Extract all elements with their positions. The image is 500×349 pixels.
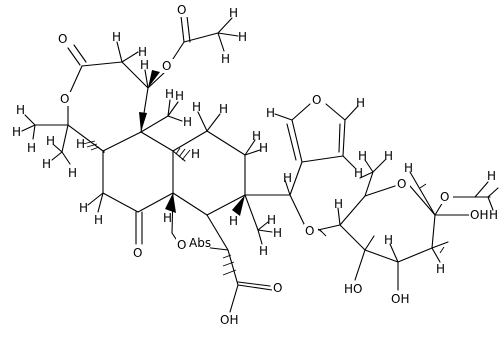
atom-h: H (229, 6, 238, 20)
atom-h: H (358, 149, 367, 163)
atom-h: H (27, 141, 36, 155)
atom-h: H (192, 100, 201, 114)
atom-h: H (68, 166, 77, 180)
atom-h: H (112, 30, 121, 44)
atom-h: H (404, 161, 413, 175)
hydrogen-labels: H H H H H H H H H H H H H H H H H H H H … (12, 6, 498, 276)
atom-h: H (354, 166, 363, 180)
atom-o-methoxy: O (440, 190, 449, 204)
atom-oh-sugar-3: OH (470, 208, 488, 222)
atom-h: H (12, 125, 21, 139)
atom-h: H (334, 197, 343, 211)
atom-o-ketone: O (133, 246, 142, 260)
atom-h: H (273, 226, 282, 240)
atom-h: H (489, 208, 498, 222)
atom-oh-sugar-4: OH (391, 292, 409, 306)
atom-h: H (259, 244, 268, 258)
atom-o-glycoside-link: O (305, 224, 314, 238)
atom-abs-label: Abs (189, 236, 211, 250)
atom-h: H (138, 45, 147, 59)
atom-labels: O O O O O O O Abs O O O O OH OH HO OH (57, 3, 491, 327)
atom-h: H (219, 102, 228, 116)
atom-o-sugar-ring: O (397, 177, 406, 191)
atom-o-acid-carbonyl: O (273, 281, 282, 295)
atom-o-acetate-carbonyl: O (177, 3, 186, 17)
atom-o-lactone-carbonyl: O (58, 32, 67, 46)
atom-h: H (175, 89, 184, 103)
atom-h: H (384, 233, 393, 247)
atom-h: H (356, 96, 365, 110)
atom-o-acetate-ring: O (162, 59, 171, 73)
atom-h: H (229, 214, 238, 228)
atom-h: H (163, 211, 172, 225)
atom-h: H (76, 137, 85, 151)
hash-layer (82, 140, 445, 276)
atom-ho-sugar-2: HO (344, 282, 362, 296)
atom-h: H (436, 262, 445, 276)
atom-h: H (259, 141, 268, 155)
atom-h: H (221, 52, 230, 66)
atom-o-lactone-ring: O (60, 92, 69, 106)
atom-h: H (267, 213, 276, 227)
atom-h: H (183, 115, 192, 129)
wedge-layer (139, 70, 245, 216)
atom-h: H (283, 171, 292, 185)
atom-h: H (165, 87, 174, 101)
atom-h: H (238, 30, 247, 44)
atom-h: H (252, 129, 261, 143)
atom-h: H (79, 201, 88, 215)
atom-h: H (42, 157, 51, 171)
atom-h: H (384, 149, 393, 163)
atom-h: H (266, 106, 275, 120)
atom-h: H (140, 58, 149, 72)
atom-oh-acid: OH (220, 313, 238, 327)
atom-o-epoxide: O (177, 238, 186, 252)
atom-h: H (94, 213, 103, 227)
atom-h: H (487, 169, 496, 183)
atom-h: H (191, 147, 200, 161)
atom-h: H (46, 134, 55, 148)
bond-layer (21, 15, 499, 313)
atom-o-furan: O (312, 93, 321, 107)
atom-h: H (16, 103, 25, 117)
